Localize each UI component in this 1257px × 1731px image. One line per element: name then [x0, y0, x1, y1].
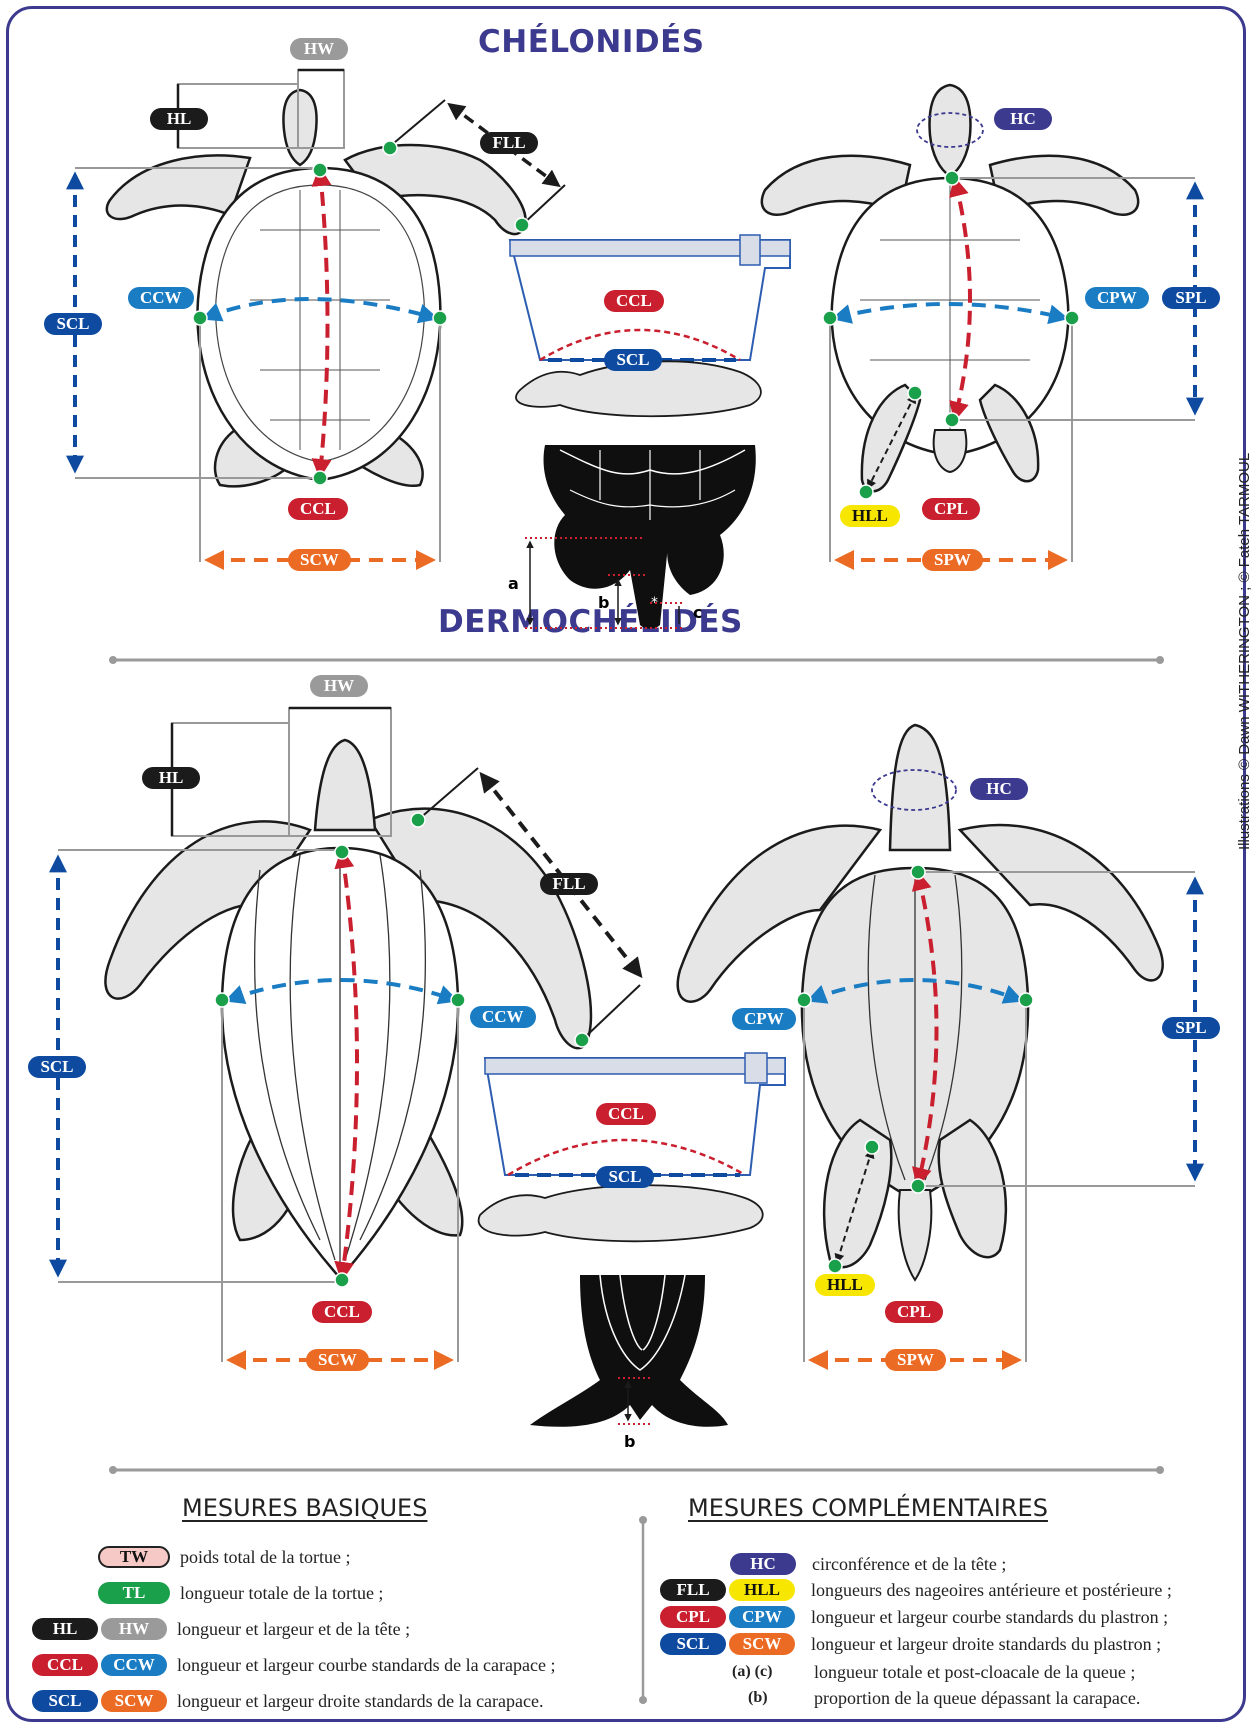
label-tail-a: a — [508, 574, 519, 593]
tag-hw: HW — [101, 1618, 167, 1640]
label-hll-bottom: HLL — [815, 1274, 875, 1296]
label-ccl-bottom: CCL — [312, 1301, 372, 1323]
label-scl-caliper-bottom: SCL — [596, 1166, 654, 1188]
dermochelid-ventral-turtle — [678, 725, 1163, 1280]
tag-ccl: CCL — [32, 1654, 98, 1676]
label-ccw-top: CCW — [128, 287, 194, 309]
tag-a-c: (a) (c) — [732, 1663, 798, 1681]
legend-text: proportion de la queue dépassant la cara… — [814, 1688, 1140, 1709]
legend-text: longueur et largeur courbe standards du … — [811, 1607, 1168, 1628]
chelonid-caliper-diagram — [510, 235, 790, 416]
label-scl-bottom: SCL — [28, 1056, 86, 1078]
legend-text: longueurs des nageoires antérieure et po… — [811, 1580, 1172, 1601]
label-cpl-bottom: CPL — [885, 1301, 943, 1323]
tag-cpl: CPL — [660, 1606, 726, 1628]
chelonid-ventral-turtle — [762, 85, 1138, 491]
tag-hl: HL — [32, 1618, 98, 1640]
legend-row-b: (b) proportion de la queue dépassant la … — [748, 1686, 1140, 1710]
legend-text: longueur totale de la tortue ; — [180, 1583, 383, 1604]
label-tail-b: b — [598, 593, 609, 612]
chelonid-tail-diagram: * — [525, 445, 756, 629]
label-tail-c: c — [693, 603, 702, 622]
tag-ccw: CCW — [101, 1654, 167, 1676]
label-ccl-top: CCL — [288, 498, 348, 520]
label-cpw-bottom: CPW — [732, 1008, 796, 1030]
tag-hll: HLL — [729, 1579, 795, 1601]
label-hl-bottom: HL — [142, 767, 200, 789]
label-hll-top: HLL — [840, 505, 900, 527]
tag-hc: HC — [730, 1553, 796, 1575]
label-scl-top: SCL — [44, 313, 102, 335]
label-hw-top: HW — [290, 38, 348, 60]
tag-fll: FLL — [660, 1579, 726, 1601]
tag-scw: SCW — [101, 1690, 167, 1712]
label-cpw-top: CPW — [1085, 287, 1149, 309]
label-scw-top: SCW — [288, 549, 351, 571]
tag-tl: TL — [98, 1582, 170, 1604]
legend-complementary-title: MESURES COMPLÉMENTAIRES — [688, 1494, 1048, 1522]
legend-text: longueur et largeur droite standards du … — [811, 1634, 1161, 1655]
tag-tw: TW — [98, 1546, 170, 1568]
svg-text:*: * — [651, 595, 658, 611]
legend-row-hc: HC circonférence et de la tête ; — [730, 1552, 1006, 1576]
legend-row-tl: TL longueur totale de la tortue ; — [98, 1581, 383, 1605]
label-fll-bottom: FLL — [540, 873, 598, 895]
label-spw-top: SPW — [922, 549, 983, 571]
label-ccl-caliper-bottom: CCL — [596, 1103, 656, 1125]
label-scl-caliper-top: SCL — [604, 349, 662, 371]
tag-scl: SCL — [32, 1690, 98, 1712]
label-hl-top: HL — [150, 108, 208, 130]
label-spl-top: SPL — [1162, 287, 1220, 309]
legend-basic-title: MESURES BASIQUES — [182, 1494, 427, 1522]
legend-text: longueur totale et post-cloacale de la q… — [814, 1662, 1135, 1683]
tag-scw: SCW — [729, 1633, 795, 1655]
label-ccl-caliper-top: CCL — [604, 290, 664, 312]
tag-scl: SCL — [660, 1633, 726, 1655]
legend-row-a-c: (a) (c) longueur totale et post-cloacale… — [732, 1660, 1135, 1684]
legend-text: longueur et largeur droite standards de … — [177, 1691, 544, 1712]
label-ccw-bottom: CCW — [470, 1006, 536, 1028]
label-tail-b-bottom: b — [624, 1432, 635, 1451]
label-hc-bottom: HC — [970, 778, 1028, 800]
legend-text: longueur et largeur courbe standards de … — [177, 1655, 555, 1676]
label-cpl-top: CPL — [922, 498, 980, 520]
label-hc-top: HC — [994, 108, 1052, 130]
label-fll-top: FLL — [480, 132, 538, 154]
tag-cpw: CPW — [729, 1606, 795, 1628]
dermochelid-tail-diagram — [530, 1275, 728, 1427]
tag-b: (b) — [748, 1689, 798, 1707]
legend-text: longueur et largeur et de la tête ; — [177, 1619, 410, 1640]
label-spl-bottom: SPL — [1162, 1017, 1220, 1039]
legend-text: poids total de la tortue ; — [180, 1547, 350, 1568]
legend-row-tw: TW poids total de la tortue ; — [98, 1545, 350, 1569]
legend-text: circonférence et de la tête ; — [812, 1554, 1006, 1575]
dermochelid-caliper-diagram — [479, 1053, 785, 1241]
label-scw-bottom: SCW — [306, 1349, 369, 1371]
label-spw-bottom: SPW — [885, 1349, 946, 1371]
label-hw-bottom: HW — [310, 675, 368, 697]
